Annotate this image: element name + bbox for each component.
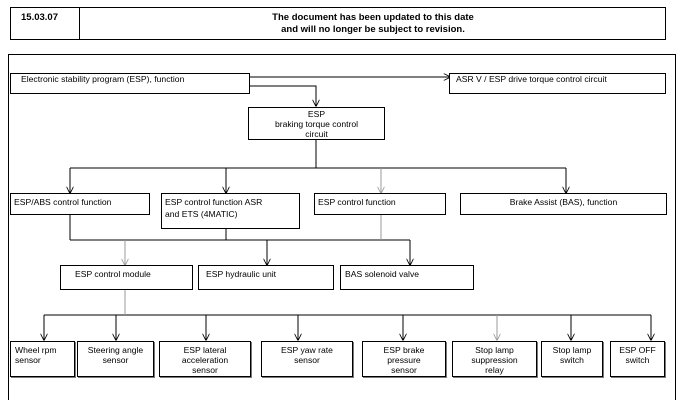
sensor-label-line1: ESP yaw rate [281,345,333,355]
revision-notice-line1: The document has been updated to this da… [272,12,474,23]
esp-function-label: Electronic stability program (ESP), func… [21,74,185,84]
module-label-bas-valve: BAS solenoid valve [345,269,420,279]
sensor-label-line2: sensor [102,355,129,365]
sensor-box-steering-angle: Steering angle sensor [77,341,154,377]
module-label-esp-control-module: ESP control module [75,269,151,279]
revision-notice: The document has been updated to this da… [81,12,665,36]
function-box-esp-control: ESP control function [314,193,446,215]
sensor-label-line1: ESP brake [383,345,425,355]
function-label-esp-control: ESP control function [318,197,396,207]
sensor-label-line2: switch [560,355,584,365]
sensor-label-line1: Stop lamp [475,345,514,355]
esp-braking-torque-line1: ESP [307,109,326,119]
esp-function-box: Electronic stability program (ESP), func… [10,73,250,94]
sensor-box-lateral-acceleration: ESP lateral acceleration sensor [159,341,251,377]
sensor-box-stop-lamp-suppression-relay: Stop lamp suppression relay [452,341,537,377]
sensor-box-stop-lamp-switch: Stop lamp switch [541,341,603,377]
asr-drive-torque-box: ASR V / ESP drive torque control circuit [449,73,666,94]
sensor-label-line1: Steering angle [87,345,144,355]
sensor-box-esp-off-switch: ESP OFF switch [610,341,665,377]
asr-drive-torque-label: ASR V / ESP drive torque control circuit [456,74,607,84]
sensor-label-line2: suppression [471,355,518,365]
document-date: 15.03.07 [11,8,80,39]
module-label-hydraulic-unit: ESP hydraulic unit [206,269,277,279]
module-box-bas-valve: BAS solenoid valve [340,265,474,290]
sensor-label-line2: acceleration [181,355,229,365]
sensor-box-wheel-rpm: Wheel rpm sensor [10,341,75,377]
esp-braking-torque-line2: braking torque control [274,119,359,129]
sensor-label-line2: switch [625,355,650,365]
function-label-brake-assist: Brake Assist (BAS), function [509,197,618,207]
esp-braking-torque-box: ESP braking torque control circuit [248,107,385,140]
document-header: 15.03.07 The document has been updated t… [10,7,666,40]
function-label-asr-ets-line1: ESP control function ASR [165,197,263,207]
function-box-esp-abs: ESP/ABS control function [10,193,150,215]
sensor-label-line2: pressure [387,355,421,365]
sensor-label-line3: sensor [391,365,417,375]
esp-braking-torque-line3: circuit [305,129,328,139]
function-box-brake-assist: Brake Assist (BAS), function [460,193,667,215]
function-label-esp-abs: ESP/ABS control function [14,197,112,207]
sensor-label-line2: sensor [294,355,320,365]
module-box-hydraulic-unit: ESP hydraulic unit [198,265,334,290]
revision-notice-line2: and will no longer be subject to revisio… [281,24,465,35]
sensor-label-line2: sensor [15,355,41,365]
connector-top-to-center [250,85,316,106]
sensor-label-line3: relay [485,365,504,375]
sensor-box-brake-pressure: ESP brake pressure sensor [362,341,446,377]
module-box-esp-control-module: ESP control module [60,265,193,290]
sensor-label-line1: ESP OFF [619,345,656,355]
function-label-asr-ets-line2: and ETS (4MATIC) [165,209,238,219]
sensor-box-yaw-rate: ESP yaw rate sensor [261,341,353,377]
diagram-frame [8,54,676,400]
sensor-label-line3: sensor [192,365,218,375]
function-box-asr-ets: ESP control function ASR and ETS (4MATIC… [161,193,300,229]
sensor-label-line1: Stop lamp [552,345,592,355]
sensor-label-line1: Wheel rpm [15,345,57,355]
sensor-label-line1: ESP lateral [183,345,227,355]
